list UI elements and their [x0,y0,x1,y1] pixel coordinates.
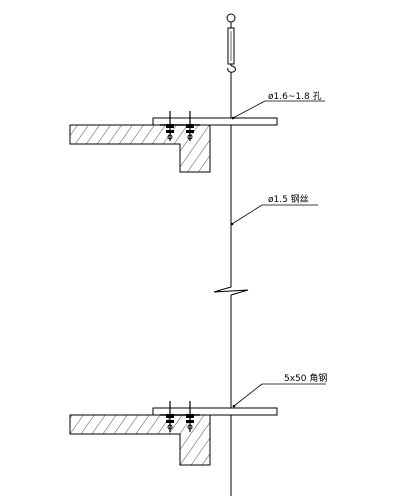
upper-slab-detail [69,111,278,173]
angle-steel-leader-line [233,383,263,407]
break-symbol [213,286,249,296]
hook [227,65,236,73]
hole-leader-line [232,100,266,119]
lower-slab-detail [69,401,278,466]
wire-leader-line [231,204,263,225]
lower-concrete-slab [69,414,211,466]
steel-wire [213,72,249,496]
lower-bolt-right [186,401,194,432]
upper-bolt-right [186,111,194,141]
wire-callout: ø1.5 钢丝 [230,193,318,226]
top-eye-ring [226,13,236,23]
lower-bolt-left [166,401,174,432]
upper-bolt-left [166,111,174,141]
hole-callout: ø1.6~1.8 孔 [231,91,325,120]
angle-steel-callout: 5x50 角钢 [232,372,327,408]
wire-label: ø1.5 钢丝 [268,193,309,205]
lower-angle-steel [152,407,278,416]
hole-label: ø1.6~1.8 孔 [268,91,322,102]
upper-angle-steel [152,117,278,126]
turnbuckle-assembly [226,13,236,73]
upper-concrete-slab [69,124,211,173]
angle-steel-label: 5x50 角钢 [284,372,327,384]
